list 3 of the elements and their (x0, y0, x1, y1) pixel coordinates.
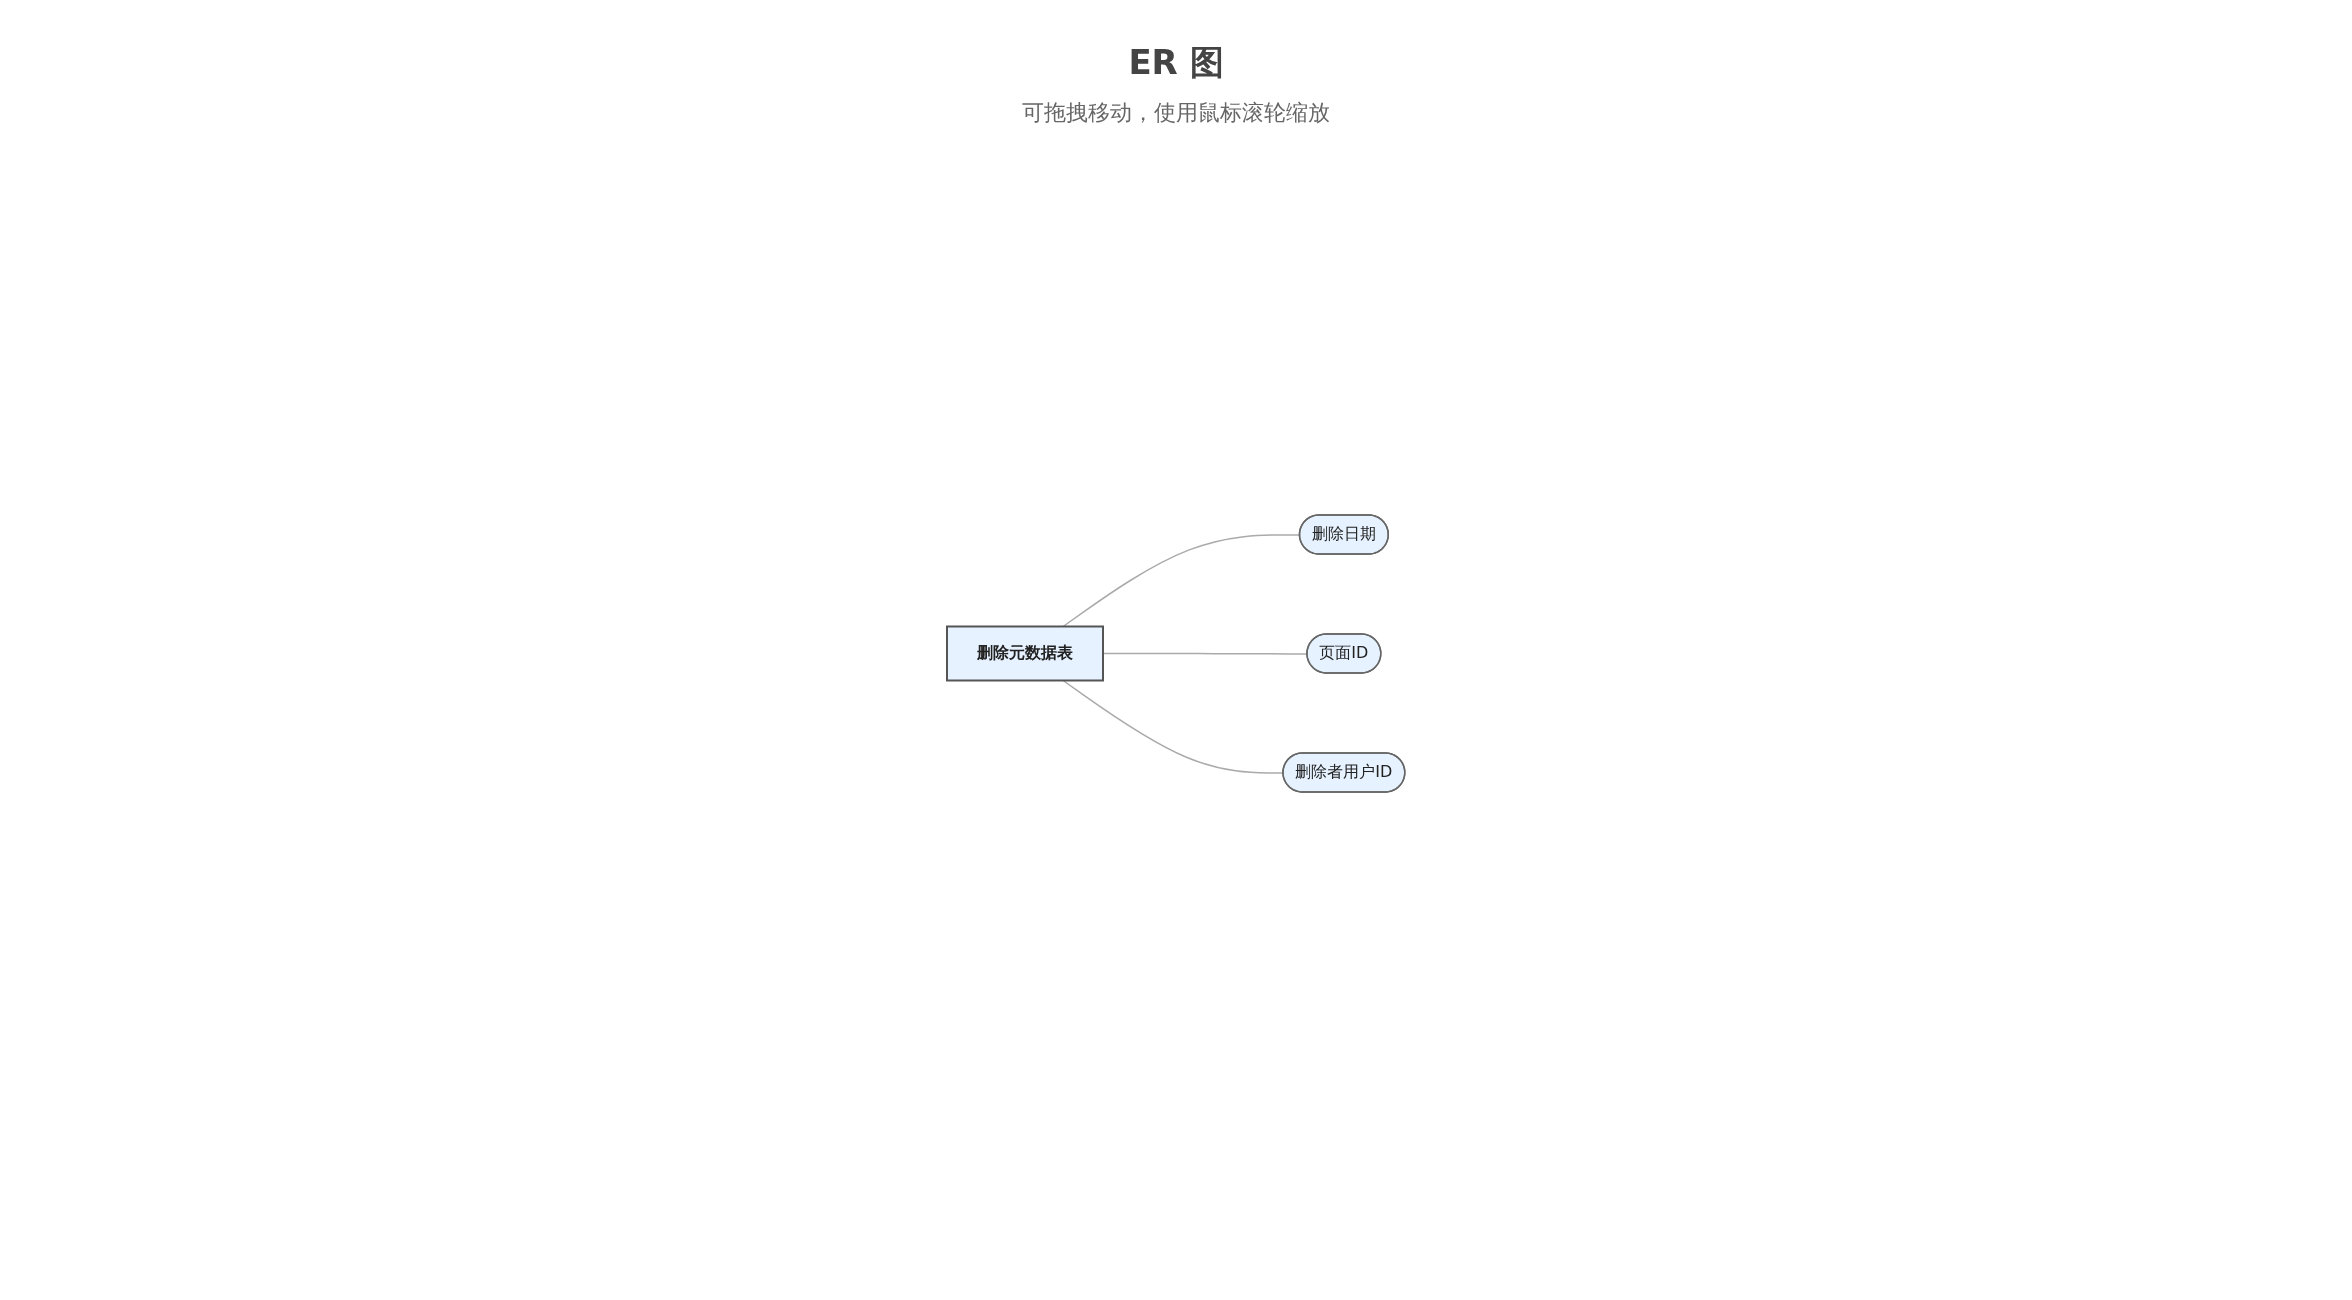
diagram-title: ER 图 (1127, 41, 1225, 84)
node-box: 删除元数据表 (946, 625, 1105, 681)
diagram-caption: 可拖拽移动，使用鼠标滚轮缩放 (1021, 99, 1331, 127)
